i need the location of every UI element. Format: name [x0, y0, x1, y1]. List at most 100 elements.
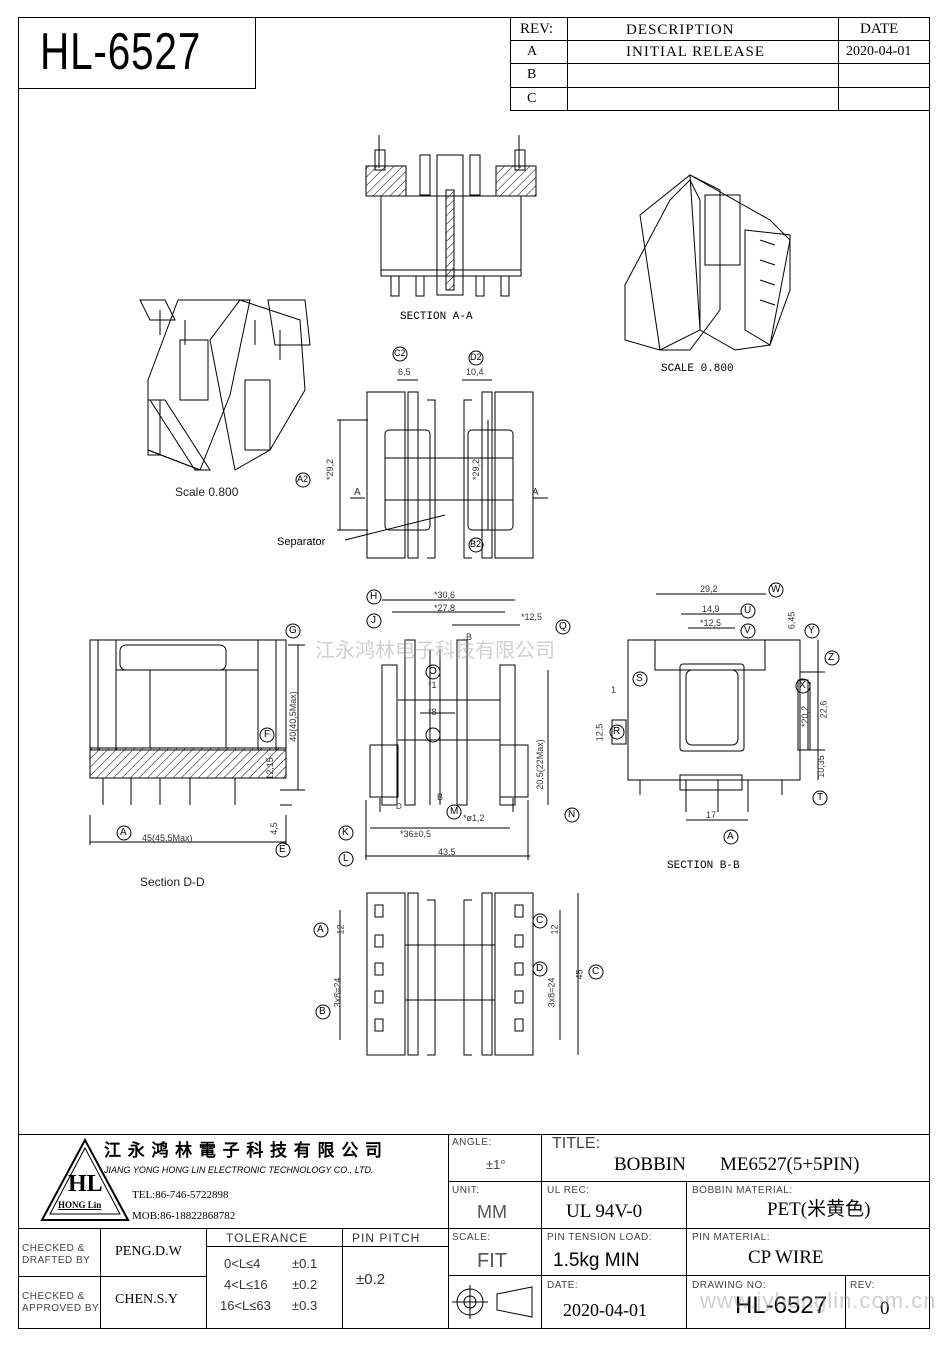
section-aa-view — [365, 135, 537, 297]
callout-k: K — [342, 827, 349, 838]
dim-phi12: *ø1,2 — [463, 813, 485, 823]
unit-label: UNIT: — [452, 1185, 480, 1196]
callout-f: F — [264, 729, 271, 740]
separator-label: Separator — [277, 536, 326, 548]
dim-w125: *12,5 — [521, 612, 543, 622]
unit-value: MM — [477, 1202, 507, 1222]
pin-tension-label: PIN TENSION LOAD: — [547, 1232, 653, 1243]
tolerance-range-1: 0<L≤4 — [224, 1256, 261, 1271]
drawing-frame — [18, 17, 930, 1329]
rev-label: REV: — [850, 1280, 875, 1291]
dim-b3x8: 3x8=24 — [332, 977, 343, 1008]
title-part-name: ME6527(5+5PIN) — [720, 1154, 860, 1175]
watermark-company: 江永鸿林电子科技有限公司 — [315, 640, 555, 662]
dim-d3x8: 3x8=24 — [546, 977, 557, 1008]
angle-label: ANGLE: — [452, 1137, 492, 1148]
dim-h645: 6,45 — [786, 611, 797, 630]
tolerance-range-3: 16<L≤63 — [220, 1298, 271, 1313]
engineering-drawing — [89, 135, 840, 1056]
callout-m: M — [450, 806, 459, 817]
dim-h125: 12,5 — [594, 723, 605, 742]
dim-c2: 6,5 — [398, 367, 411, 377]
callout-j: J — [371, 615, 376, 626]
dim-h202: *20,2 — [800, 705, 811, 728]
callout-e: E — [279, 844, 286, 855]
dim-c12: 12 — [549, 924, 560, 935]
tolerance-range-2: 4<L≤16 — [224, 1277, 268, 1292]
logo-subtext: HONG Lin — [58, 1200, 102, 1210]
logo-text: HL — [68, 1171, 103, 1197]
dim-pd: D — [396, 802, 402, 811]
callout-d2: D2 — [470, 352, 482, 362]
callout-x: X — [799, 680, 806, 691]
callout-b2: B2 — [470, 539, 482, 549]
dim-w306: *30,6 — [434, 590, 456, 600]
tolerance-label: TOLERANCE — [226, 1231, 309, 1245]
dim-h205: 20,5(22Max) — [534, 739, 545, 790]
tolerance-value-1: ±0.1 — [292, 1256, 318, 1271]
dim-w125b: *12,5 — [700, 618, 722, 628]
date-col-header: DATE — [860, 21, 899, 37]
callout-circles — [116, 346, 840, 1020]
callout-l: L — [343, 853, 349, 864]
title-label: TITLE: — [552, 1135, 601, 1152]
drawing-no-label: DRAWING NO: — [692, 1280, 767, 1291]
callout-a-dd: A — [120, 827, 127, 838]
pin-pitch-value: ±0.2 — [356, 1271, 386, 1288]
callout-g: G — [289, 625, 297, 636]
scale-label: SCALE: — [452, 1232, 491, 1243]
front-view — [365, 599, 549, 860]
tolerance-value-3: ±0.3 — [292, 1298, 318, 1313]
callout-d-btm: D — [536, 963, 544, 974]
callout-a2: A2 — [297, 474, 309, 484]
scale-right-label: SCALE 0.800 — [661, 363, 734, 375]
callout-a-btm: A — [317, 924, 324, 935]
callout-y: Y — [808, 625, 815, 636]
dim-a45: 45(45,5Max) — [142, 833, 193, 843]
dim-h1: 1 — [611, 685, 617, 695]
watermark-url: www.jyhonglin.com.cn — [700, 1288, 937, 1313]
rev-row-a: A — [527, 44, 538, 59]
callout-h: H — [370, 591, 378, 602]
checked-drafted-name: PENG.D.W — [115, 1244, 182, 1259]
dim-h292b: *29,2 — [471, 458, 482, 481]
dim-c45: 45 — [574, 969, 585, 980]
callout-c-right: C — [592, 966, 600, 977]
dim-a12: 12 — [335, 924, 346, 935]
part-number-box — [18, 17, 256, 89]
title-part-type: BOBBIN — [614, 1154, 686, 1175]
dim-w149: 14,9 — [702, 604, 720, 614]
checked-drafted-label: CHECKED & DRAFTED BY — [22, 1243, 91, 1266]
rev-row-a-description: INITIAL RELEASE — [626, 44, 765, 60]
company-logo — [40, 1138, 130, 1221]
dim-g40: 40(40,5Max) — [287, 691, 298, 742]
dim-pb-top: B — [466, 632, 473, 642]
dim-f1215: 12,15 — [264, 757, 275, 780]
date-value: 2020-04-01 — [563, 1300, 647, 1320]
pin-pitch-label: PIN PITCH — [352, 1231, 421, 1245]
bottom-view — [339, 892, 579, 1056]
rev-row-a-date: 2020-04-01 — [846, 44, 912, 59]
dim-w278: *27,8 — [434, 603, 456, 613]
pin-material-label: PIN MATERIAL: — [692, 1232, 770, 1243]
callout-t: T — [817, 792, 824, 803]
dim-w435: 43,5 — [438, 847, 456, 857]
callout-a-bb: A — [727, 831, 734, 842]
dim-h226: 22,6 — [818, 700, 829, 719]
company-mob: MOB:86-18822868782 — [132, 1210, 236, 1222]
dim-h1035: 10,35 — [815, 755, 826, 778]
ul-rec-value: UL 94V-0 — [566, 1201, 643, 1222]
callout-b-btm: B — [319, 1006, 326, 1017]
callout-w: W — [771, 584, 781, 595]
projection-symbol — [452, 1285, 533, 1319]
rev-row-c: C — [527, 91, 537, 106]
dim-w292: 29,2 — [700, 584, 718, 594]
ul-rec-label: UL REC: — [547, 1185, 590, 1196]
dim-pb-bottom: B — [437, 792, 444, 802]
checked-approved-label: CHECKED & APPROVED BY — [22, 1291, 100, 1314]
isometric-view-left — [139, 299, 311, 471]
arrow-a-right: A — [532, 487, 539, 498]
callout-n: N — [568, 809, 576, 820]
callout-o: O — [429, 666, 437, 677]
dim-w36: *36±0,5 — [400, 829, 431, 839]
